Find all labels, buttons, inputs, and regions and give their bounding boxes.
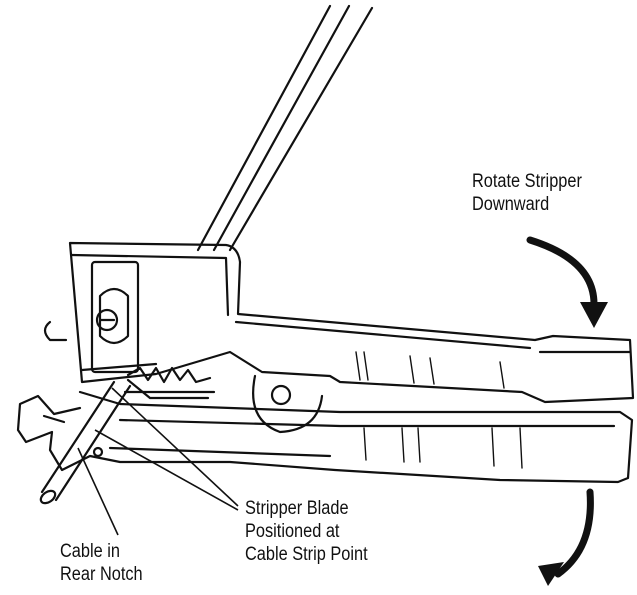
- rotate-label-line-1: Rotate Stripper: [472, 171, 582, 192]
- rotate-arrow-bottom: [538, 488, 594, 586]
- rotate-arrow-top: [526, 236, 608, 328]
- blade-label-line-1: Stripper Blade: [245, 498, 349, 519]
- rotate-stripper-label: Rotate Stripper Downward: [472, 170, 582, 216]
- blade-leader-line-2: [94, 429, 239, 511]
- handle-rod: [196, 4, 374, 252]
- thumbscrew-plate: [43, 260, 140, 374]
- blade-label-line-2: Positioned at: [245, 521, 340, 542]
- upper-jaw: [68, 241, 635, 404]
- lower-jaw: [16, 390, 634, 484]
- cable-label-line-2: Rear Notch: [60, 564, 143, 585]
- blade-serration: [123, 366, 216, 400]
- cable-notch-label: Cable in Rear Notch: [60, 540, 143, 586]
- cable-label-line-1: Cable in: [60, 541, 120, 562]
- blade-label-line-3: Cable Strip Point: [245, 544, 368, 565]
- blade-leader-line-1: [111, 387, 239, 507]
- cable-leader-line: [77, 447, 119, 536]
- hatching-lines: [355, 351, 523, 469]
- stripper-blade-label: Stripper Blade Positioned at Cable Strip…: [245, 497, 368, 566]
- rotate-label-line-2: Downward: [472, 194, 550, 215]
- pivot: [252, 374, 324, 434]
- cable: [39, 380, 132, 505]
